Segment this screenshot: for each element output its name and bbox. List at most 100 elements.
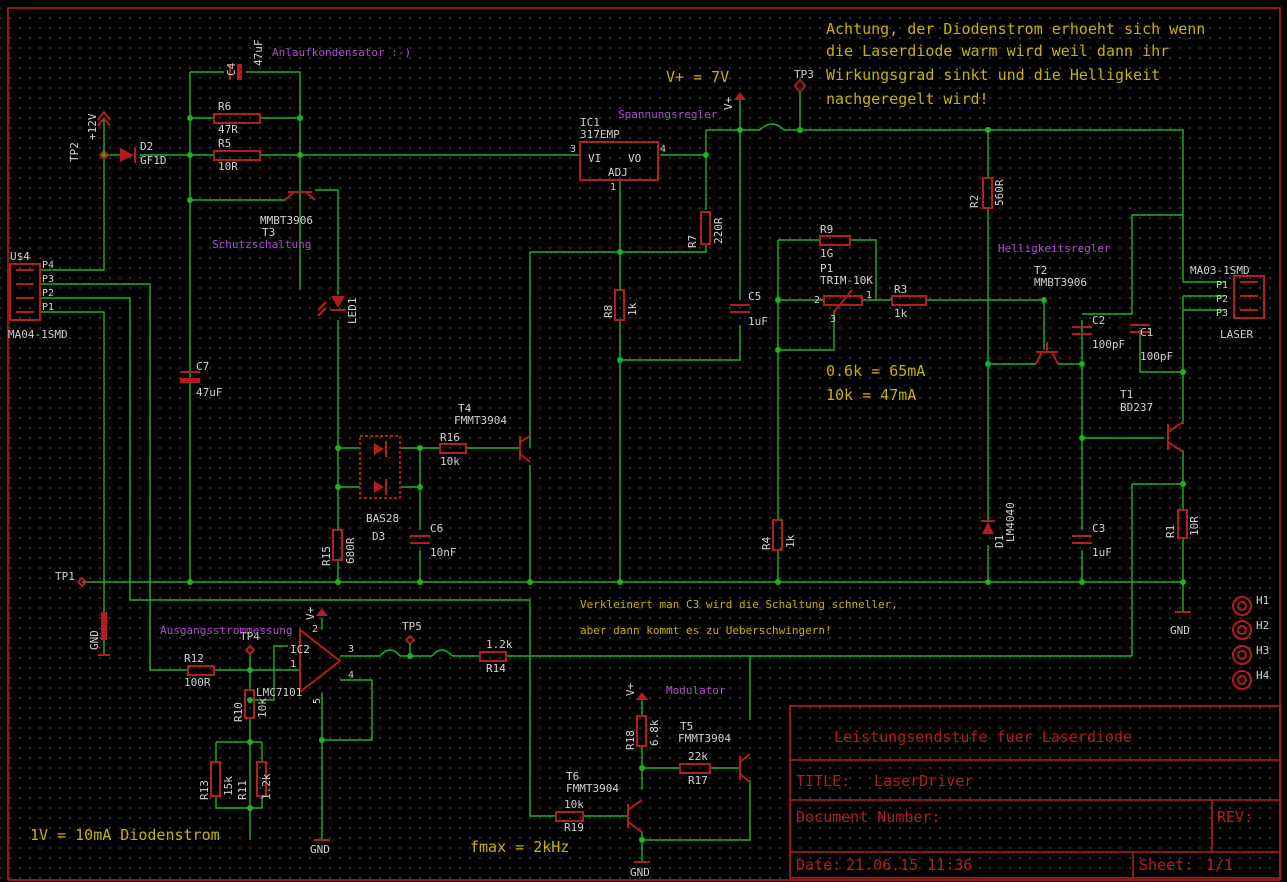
- ic1-adj: ADJ: [608, 166, 628, 179]
- c1-name: C1: [1140, 326, 1153, 339]
- resistor-r10[interactable]: R10 10k: [232, 689, 269, 722]
- ic2-pin4: 4: [348, 670, 354, 681]
- r9-value: 1G: [820, 247, 833, 260]
- diode-d3[interactable]: BAS28 D3: [359, 435, 401, 543]
- c7-value: 47uF: [196, 386, 223, 399]
- note-c3-line-2: aber dann kommt es zu Ueberschwingern!: [580, 624, 832, 637]
- date-value: 21.06.15 11:36: [846, 856, 972, 874]
- r11-name: R11: [236, 780, 249, 800]
- resistor-r1[interactable]: R1 10R: [1164, 509, 1201, 539]
- resistor-r15[interactable]: R15 680R: [320, 529, 357, 566]
- title-value: LaserDriver: [874, 772, 973, 790]
- c6-value: 10nF: [430, 546, 457, 559]
- r7-name: R7: [686, 235, 699, 248]
- tp1-label: TP1: [55, 570, 75, 583]
- resistor-r8[interactable]: R8 1k: [602, 289, 639, 321]
- title-description: Leistungsendstufe fuer Laserdiode: [834, 728, 1132, 746]
- r6-name: R6: [218, 100, 231, 113]
- transistor-t4[interactable]: T4 FMMT3904: [454, 402, 531, 463]
- ic1-vi: VI: [588, 152, 601, 165]
- c3-value: 1uF: [1092, 546, 1112, 559]
- d2-name: D2: [140, 140, 153, 153]
- t1-value: BD237: [1120, 401, 1153, 414]
- v12-label: +12V: [86, 113, 99, 140]
- laser-p3: P3: [1216, 308, 1228, 319]
- resistor-r12[interactable]: R12 100R: [184, 652, 215, 689]
- r17-value: 22k: [688, 750, 708, 763]
- led1-name: LED1: [346, 298, 359, 325]
- note-vplus: V+ = 7V: [666, 68, 729, 86]
- resistor-r19[interactable]: 10k R19: [555, 798, 584, 834]
- c1-value: 100pF: [1140, 350, 1173, 363]
- date-label: Date:: [796, 856, 841, 874]
- resistor-r11[interactable]: R11 1.2k: [236, 761, 273, 800]
- d3-value: BAS28: [366, 512, 399, 525]
- t2-value: MMBT3906: [1034, 276, 1087, 289]
- resistor-r5[interactable]: R5 10R: [213, 137, 261, 173]
- connector-laser[interactable]: MA03-1SMD LASER P1 P2 P3: [1190, 264, 1265, 341]
- gnd-label-left: GND: [88, 630, 101, 650]
- resistor-r13[interactable]: R13 15k: [198, 761, 235, 800]
- resistor-r6[interactable]: R6 47R: [213, 100, 261, 136]
- capacitor-c2[interactable]: C2 100pF: [1072, 314, 1125, 351]
- resistor-r7[interactable]: R7 220R: [686, 211, 725, 248]
- vplus-label-ic1: V+: [722, 96, 735, 110]
- resistor-r9[interactable]: R9 1G: [819, 223, 851, 260]
- trimmer-p1[interactable]: P1 TRIM-10K 2 1 3: [814, 262, 873, 325]
- resistor-r18[interactable]: R18 6.8k: [624, 715, 661, 750]
- resistor-r14[interactable]: 1.2k R14: [479, 638, 513, 675]
- capacitor-c7[interactable]: C7 47uF: [180, 360, 223, 399]
- capacitor-c4[interactable]: C4 47uF: [225, 40, 265, 81]
- t4-value: FMMT3904: [454, 414, 507, 427]
- r8-value: 1k: [626, 302, 639, 316]
- ic1-pin4: 4: [660, 144, 666, 155]
- resistor-r17[interactable]: 22k R17: [679, 750, 711, 787]
- ic1-pin1: 1: [610, 182, 616, 193]
- diode-d1[interactable]: D1 LM4040: [981, 502, 1017, 548]
- led-led1[interactable]: LED1: [317, 296, 359, 325]
- comment-helligkeitsregler: Helligkeitsregler: [998, 242, 1111, 255]
- r11-value: 1.2k: [260, 773, 273, 800]
- resistor-r2[interactable]: R2 560R: [968, 177, 1006, 209]
- transistor-t5[interactable]: T5 FMMT3904: [678, 720, 751, 783]
- r14-name: R14: [486, 662, 506, 675]
- comment-spannungsregler: Spannungsregler: [618, 108, 718, 121]
- connector-u4[interactable]: U$4 MA04-1SMD P4 P3 P2 P1: [8, 250, 68, 341]
- vplus-label-mod: V+: [624, 682, 637, 696]
- transistor-t1[interactable]: T1 BD237: [1120, 388, 1184, 453]
- r6-value: 47R: [218, 123, 238, 136]
- r8-name: R8: [602, 305, 615, 318]
- transistor-t3[interactable]: MMBT3906 T3: [260, 191, 316, 239]
- opamp-ic2[interactable]: IC2 LMC7101 2 1 3 4 5: [256, 624, 354, 704]
- resistor-r4[interactable]: R4 1k: [760, 519, 797, 551]
- transistor-t2[interactable]: T2 MMBT3906: [1034, 264, 1087, 365]
- u4-p2: P2: [42, 288, 54, 299]
- ic2-pin2: 2: [312, 624, 318, 635]
- r2-name: R2: [968, 195, 981, 208]
- note-r10: 10k = 47mA: [826, 386, 916, 404]
- note-scale: 1V = 10mA Diodenstrom: [30, 826, 220, 844]
- resistor-r3[interactable]: R3 1k: [891, 283, 927, 320]
- capacitor-c6[interactable]: C6 10nF: [410, 522, 457, 559]
- r15-value: 680R: [344, 537, 357, 564]
- c4-name: C4: [225, 62, 238, 76]
- d1-name: D1: [993, 535, 1006, 548]
- regulator-ic1[interactable]: VI VO ADJ IC1 317EMP 3 4 1: [570, 116, 666, 193]
- comment-ausgangsstrommessung: Ausgangsstrommessung: [160, 624, 292, 637]
- ic1-pin3: 3: [570, 144, 576, 155]
- transistor-t6[interactable]: T6 FMMT3904: [566, 770, 643, 833]
- resistor-r16[interactable]: R16 10k: [439, 431, 467, 468]
- capacitor-c5[interactable]: C5 1uF: [730, 290, 768, 328]
- drawing-frame: [7, 7, 1281, 881]
- docnum-label: Document Number:: [796, 808, 941, 826]
- c2-value: 100pF: [1092, 338, 1125, 351]
- t2-name: T2: [1034, 264, 1047, 277]
- r18-name: R18: [624, 730, 637, 750]
- h3-label: H3: [1256, 644, 1269, 657]
- capacitor-c3[interactable]: C3 1uF: [1072, 522, 1112, 559]
- capacitor-c1[interactable]: C1 100pF: [1130, 324, 1173, 363]
- h4-label: H4: [1256, 669, 1270, 682]
- diode-d2[interactable]: D2 GF1D: [120, 140, 167, 167]
- r12-value: 100R: [184, 676, 211, 689]
